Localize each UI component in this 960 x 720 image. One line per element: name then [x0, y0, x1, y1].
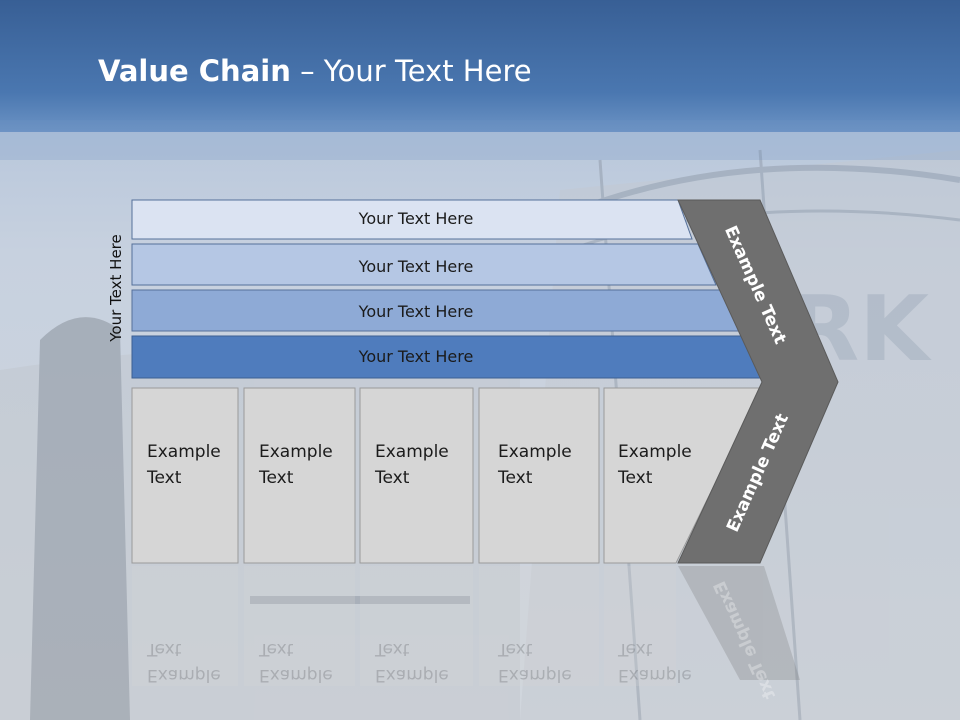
cells-reflection — [132, 566, 800, 686]
cell-4 — [478, 387, 600, 564]
cell-5 — [603, 387, 763, 564]
cell-1-reflection: Example Text — [147, 636, 221, 688]
cell-4-reflection-line1: Example — [498, 665, 572, 685]
cell-2-reflection-line1: Example — [259, 665, 333, 685]
band-1 — [131, 199, 693, 240]
title-bold: Value Chain — [98, 54, 291, 88]
cell-3-line1: Example — [375, 442, 449, 462]
band-1-label: Your Text Here — [358, 209, 474, 228]
cell-1 — [131, 387, 239, 564]
band-4-label: Your Text Here — [358, 347, 474, 366]
cell-5-reflection-line1: Example — [618, 665, 692, 685]
cell-2-reflection-line2: Text — [259, 639, 294, 659]
chevron-arrow — [677, 199, 839, 564]
band-2-label: Your Text Here — [358, 257, 474, 276]
cell-5-line1: Example — [618, 442, 692, 462]
cell-4-reflection: Example Text — [498, 636, 572, 688]
cell-1-reflection-line2: Text — [147, 639, 182, 659]
cell-4-reflection-line2: Text — [498, 639, 533, 659]
cell-4-line1: Example — [498, 442, 572, 462]
page-title: Value Chain – Your Text Here — [98, 54, 532, 88]
cell-2-line2: Text — [259, 468, 294, 488]
cell-3-reflection-line1: Example — [375, 665, 449, 685]
cell-1-line2: Text — [147, 468, 182, 488]
cell-1-reflection-line1: Example — [147, 665, 221, 685]
cell-3-reflection-line2: Text — [375, 639, 410, 659]
cell-3 — [359, 387, 474, 564]
cell-1-line1: Example — [147, 442, 221, 462]
cell-5-reflection: Example Text — [618, 636, 692, 688]
title-rest: – Your Text Here — [290, 54, 532, 88]
cell-3-reflection: Example Text — [375, 636, 449, 688]
band-2 — [131, 243, 717, 286]
cell-5-reflection-line2: Text — [618, 639, 653, 659]
cell-5-line2: Text — [618, 468, 653, 488]
band-3-label: Your Text Here — [358, 302, 474, 321]
cell-4-line2: Text — [498, 468, 533, 488]
cell-2-line1: Example — [259, 442, 333, 462]
cell-2 — [243, 387, 356, 564]
cell-2-reflection: Example Text — [259, 636, 333, 688]
cell-3-line2: Text — [375, 468, 410, 488]
